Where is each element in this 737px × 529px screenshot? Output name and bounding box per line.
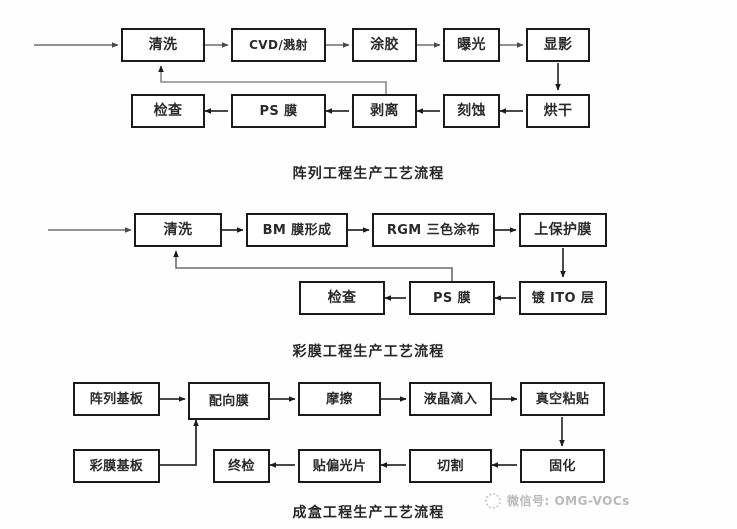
watermark: 微信号: OMG-VOCs	[485, 492, 630, 509]
node-cf-ito-plating[interactable]: 镀 ITO 层	[519, 281, 607, 315]
node-cell-color-filter-substrate[interactable]: 彩膜基板	[73, 449, 160, 483]
wechat-logo-icon	[485, 492, 501, 509]
node-array-inspection[interactable]: 检查	[131, 94, 205, 128]
node-cf-bm-film-formation[interactable]: BM 膜形成	[246, 213, 348, 247]
chart-title-color-filter-process: 彩膜工程生产工艺流程	[292, 344, 445, 360]
node-array-etching[interactable]: 刻蚀	[443, 94, 500, 128]
node-cf-inspection[interactable]: 检查	[299, 281, 385, 315]
node-cell-alignment-film[interactable]: 配向膜	[188, 382, 270, 420]
node-array-photoresist-coating[interactable]: 涂胶	[352, 28, 417, 62]
node-cell-curing[interactable]: 固化	[520, 449, 605, 483]
node-array-stripping[interactable]: 剥离	[352, 94, 417, 128]
node-cell-polarizer-attaching[interactable]: 贴偏光片	[298, 449, 381, 483]
node-array-ps-film[interactable]: PS 膜	[231, 94, 326, 128]
node-cf-protective-film[interactable]: 上保护膜	[519, 213, 607, 247]
node-cf-rgm-three-color-coating[interactable]: RGM 三色涂布	[372, 213, 495, 247]
node-cell-rubbing[interactable]: 摩擦	[298, 382, 381, 416]
node-array-exposure[interactable]: 曝光	[443, 28, 500, 62]
node-array-drying[interactable]: 烘干	[526, 94, 590, 128]
chart-title-cell-process: 成盒工程生产工艺流程	[292, 505, 445, 521]
node-cell-vacuum-bonding[interactable]: 真空粘贴	[520, 382, 605, 416]
watermark-text: 微信号: OMG-VOCs	[507, 494, 630, 508]
node-cell-array-substrate[interactable]: 阵列基板	[73, 382, 160, 416]
node-array-cvd-sputter[interactable]: CVD/溅射	[231, 28, 326, 62]
node-cell-lc-dropping[interactable]: 液晶滴入	[409, 382, 492, 416]
node-cf-cleaning[interactable]: 清洗	[134, 213, 222, 247]
node-cell-final-inspection[interactable]: 终检	[213, 449, 270, 483]
chart-title-array-process: 阵列工程生产工艺流程	[292, 166, 445, 182]
node-cf-ps-film[interactable]: PS 膜	[409, 281, 495, 315]
node-array-development[interactable]: 显影	[526, 28, 590, 62]
node-cell-cutting[interactable]: 切割	[409, 449, 492, 483]
node-array-cleaning[interactable]: 清洗	[121, 28, 205, 62]
